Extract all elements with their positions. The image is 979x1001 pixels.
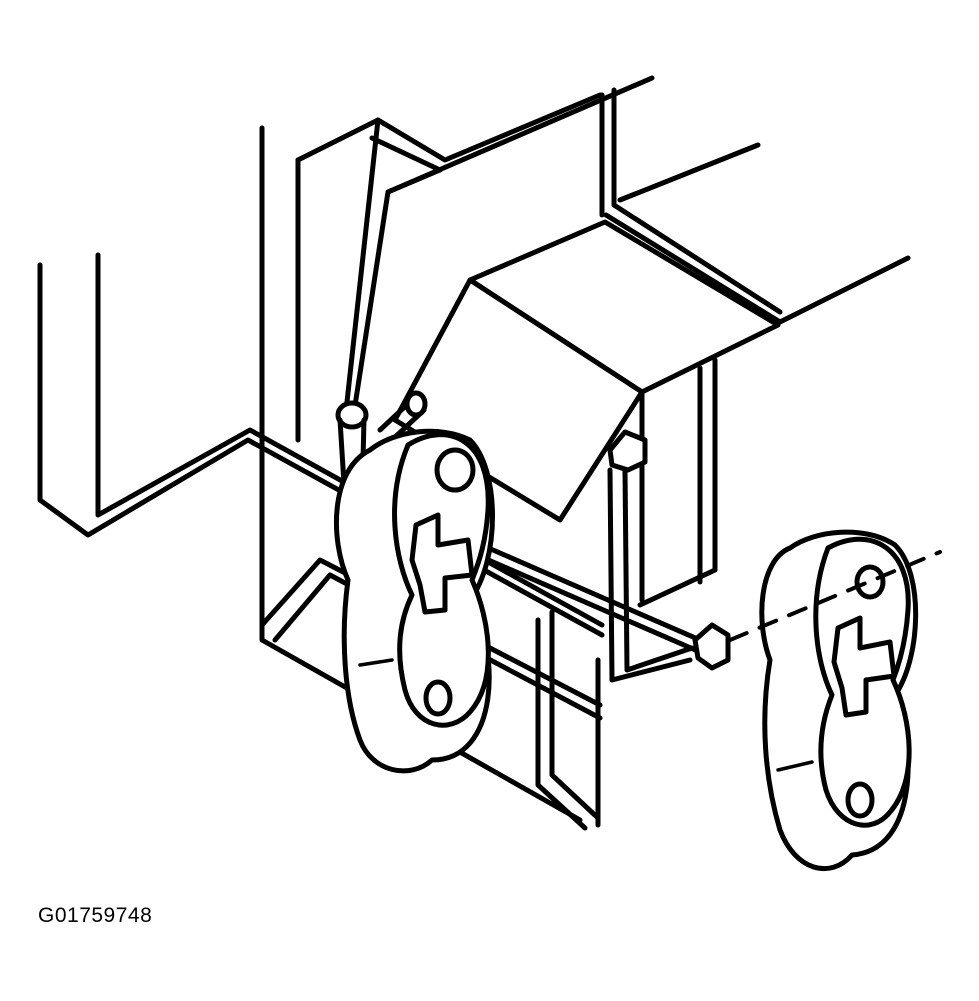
bracket-plate: [392, 219, 781, 608]
crossmember-channel: [295, 75, 911, 428]
figure-id: G01759748: [38, 904, 153, 927]
alignment-line: [728, 550, 942, 642]
rubber-insulator-installed: [333, 428, 495, 774]
bolt-right: [607, 429, 648, 473]
frame-rail-lower: [259, 557, 603, 831]
hanger-rod: [467, 467, 703, 683]
rubber-insulator-removed: [759, 529, 919, 872]
vertical-panel: [259, 125, 583, 823]
nut-rod-end: [692, 622, 731, 671]
